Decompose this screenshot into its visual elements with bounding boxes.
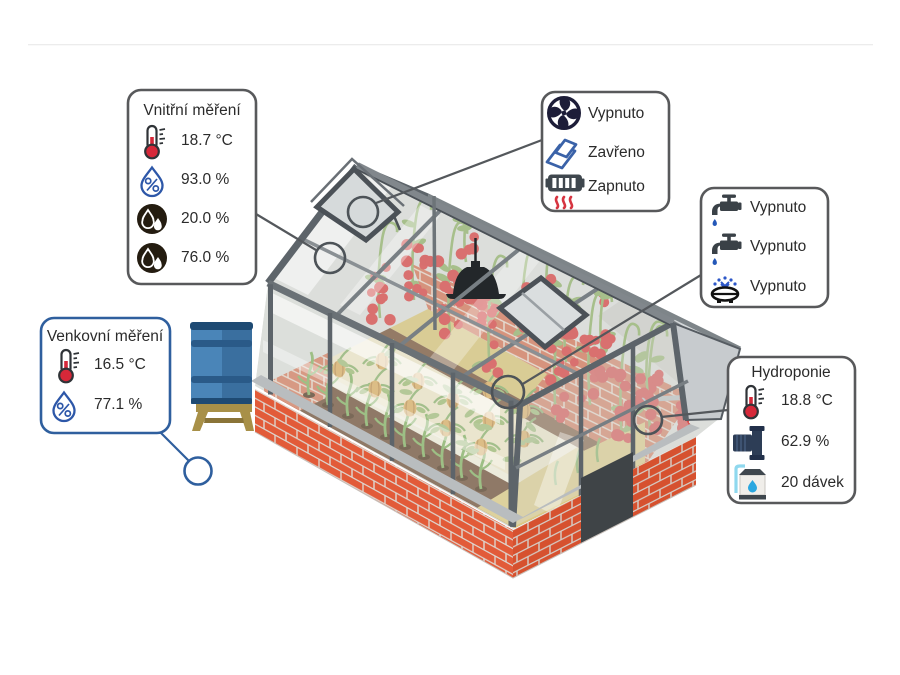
svg-text:Zapnuto: Zapnuto — [588, 178, 645, 195]
svg-text:20 dávek: 20 dávek — [781, 474, 844, 491]
svg-text:Vypnuto: Vypnuto — [750, 199, 806, 216]
svg-text:62.9 %: 62.9 % — [781, 433, 829, 450]
svg-text:Vypnuto: Vypnuto — [588, 105, 644, 122]
svg-text:20.0 %: 20.0 % — [181, 210, 229, 227]
svg-text:77.1 %: 77.1 % — [94, 396, 142, 413]
svg-text:16.5 °C: 16.5 °C — [94, 356, 146, 373]
svg-text:18.8 °C: 18.8 °C — [781, 392, 833, 409]
svg-text:93.0 %: 93.0 % — [181, 171, 229, 188]
svg-text:Vnitřní měření: Vnitřní měření — [143, 102, 241, 119]
svg-text:Zavřeno: Zavřeno — [588, 144, 645, 161]
svg-text:76.0 %: 76.0 % — [181, 249, 229, 266]
svg-text:18.7 °C: 18.7 °C — [181, 132, 233, 149]
svg-text:Venkovní měření: Venkovní měření — [47, 328, 164, 345]
svg-text:Vypnuto: Vypnuto — [750, 238, 806, 255]
svg-text:Vypnuto: Vypnuto — [750, 278, 806, 295]
svg-text:Hydroponie: Hydroponie — [751, 364, 830, 381]
